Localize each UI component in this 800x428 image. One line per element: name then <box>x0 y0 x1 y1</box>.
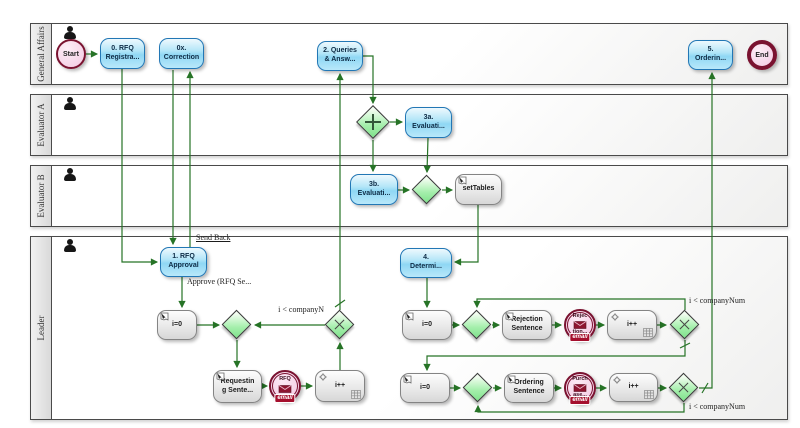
task-label: 3a. <box>423 113 434 121</box>
task-label: i++ <box>628 383 639 391</box>
lane-evaluator-b: Evaluator B <box>30 165 788 227</box>
task-evaluation-b[interactable]: 3b.Evaluati... <box>350 174 398 205</box>
gear-icon <box>611 313 619 321</box>
task-label: 2. Queries <box>323 47 357 55</box>
grid-icon <box>644 390 654 399</box>
task-label: i++ <box>626 320 638 328</box>
email-badge: email <box>569 395 591 405</box>
purchase-email-event[interactable]: Purch ase... email <box>564 372 596 405</box>
envelope-icon <box>278 385 292 393</box>
script-icon <box>160 312 169 321</box>
grid-icon <box>351 390 361 399</box>
script-icon <box>216 372 225 381</box>
task-label: setTables <box>462 185 495 193</box>
task-label: Ordering <box>514 379 544 387</box>
start-label: Start <box>63 50 79 58</box>
lane-label: General Affairs <box>36 26 46 82</box>
task-label: Evaluati... <box>357 189 391 197</box>
lane-label: Leader <box>36 315 46 341</box>
task-queries-answers[interactable]: 2. Queries& Answ... <box>317 41 363 71</box>
script-icon <box>505 312 514 321</box>
lane-label-strip: General Affairs <box>31 24 52 84</box>
task-label: 3b. <box>368 180 380 188</box>
task-r3-init[interactable]: i=0 <box>400 373 450 403</box>
event-label: Rejec <box>572 313 588 319</box>
event-label: Purch <box>572 376 588 382</box>
task-label: Sentence <box>513 388 545 395</box>
task-ordering[interactable]: 5.Orderin... <box>688 40 733 70</box>
rfq-email-event[interactable]: RFQ email <box>269 370 301 403</box>
label-loop3-condition: i < companyNum <box>689 402 746 411</box>
person-icon <box>64 168 76 182</box>
task-r2-increment[interactable]: i++ <box>607 310 657 340</box>
task-label: Sentence <box>511 325 543 332</box>
event-label: ase... <box>566 392 594 399</box>
script-icon <box>405 312 414 321</box>
event-label: tion... <box>566 329 594 336</box>
label-loop2-condition: i < companyNum <box>689 296 746 305</box>
start-event[interactable]: Start <box>56 39 86 69</box>
task-determine[interactable]: 4.Determi... <box>400 248 452 278</box>
task-label: Determi... <box>410 263 442 270</box>
plus-icon <box>362 111 384 133</box>
task-r1-increment[interactable]: i++ <box>315 370 365 402</box>
task-label: 0. RFQ <box>111 44 134 52</box>
task-r1-init[interactable]: i=0 <box>157 310 197 340</box>
task-r2-init[interactable]: i=0 <box>402 310 452 340</box>
task-label: & Answ... <box>324 56 356 63</box>
label-approve: Approve (RFQ Se... <box>187 277 252 286</box>
task-label: Evaluati... <box>412 122 445 130</box>
person-icon <box>64 26 76 40</box>
task-label: 1. RFQ <box>172 253 195 261</box>
task-label: i=0 <box>172 320 182 328</box>
envelope-icon <box>573 321 587 329</box>
envelope-icon <box>573 384 587 392</box>
lane-label-strip: Leader <box>31 237 52 419</box>
grid-icon <box>643 328 653 337</box>
task-label: i++ <box>334 381 346 389</box>
task-label: 5. <box>707 46 714 54</box>
task-label: Correction <box>163 53 200 61</box>
label-send-back: Send Back <box>196 233 231 242</box>
script-icon <box>507 375 516 384</box>
task-label: Orderin... <box>694 55 727 62</box>
task-settables[interactable]: setTables <box>455 174 502 205</box>
script-icon <box>458 176 467 185</box>
event-label: RFQ <box>279 376 291 382</box>
task-label: g Sente... <box>221 386 254 394</box>
lane-label-strip: Evaluator B <box>31 166 52 226</box>
task-label: Approval <box>168 262 199 269</box>
lane-label: Evaluator A <box>36 103 46 147</box>
person-icon <box>64 97 76 111</box>
label-loop1-condition: i < companyN <box>278 305 324 314</box>
task-correction[interactable]: 0x.Correction <box>159 38 204 69</box>
task-label: 0x. <box>176 44 187 52</box>
script-icon <box>403 375 412 384</box>
person-icon <box>64 239 76 253</box>
rejection-email-event[interactable]: Rejec tion... email <box>564 309 596 342</box>
task-label: Registra... <box>105 53 140 61</box>
task-label: Requestin <box>220 377 255 385</box>
task-evaluation-a[interactable]: 3a.Evaluati... <box>405 107 452 138</box>
task-label: i=0 <box>422 320 432 328</box>
task-r3-increment[interactable]: i++ <box>609 373 658 402</box>
end-event[interactable]: End <box>747 40 777 70</box>
gear-icon <box>319 373 327 381</box>
task-label: Rejection <box>511 316 543 324</box>
task-label: i=0 <box>420 383 430 391</box>
lane-label-strip: Evaluator A <box>31 95 52 155</box>
email-badge: email <box>569 332 591 342</box>
lane-label: Evaluator B <box>36 174 46 218</box>
task-label: 4. <box>423 254 429 262</box>
gear-icon <box>613 376 621 384</box>
end-label: End <box>755 51 769 59</box>
email-badge: email <box>274 393 296 403</box>
